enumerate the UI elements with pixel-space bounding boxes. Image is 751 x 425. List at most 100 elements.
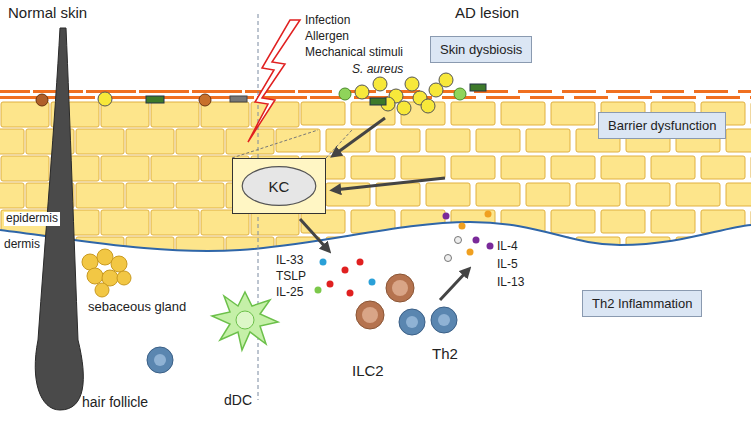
keratinocyte-brick xyxy=(126,183,174,208)
corneum-layer xyxy=(0,90,30,93)
label: hair follicle xyxy=(82,394,148,410)
keratinocyte-brick xyxy=(601,210,645,233)
corneum-layer xyxy=(662,96,696,99)
keratinocyte-brick xyxy=(651,156,695,179)
microbe xyxy=(370,98,386,105)
corneum-layer xyxy=(518,90,552,93)
label: IL-33 xyxy=(276,254,303,268)
keratinocyte-brick xyxy=(301,102,345,125)
keratinocyte-brick xyxy=(551,102,595,125)
keratinocyte-brick xyxy=(76,129,124,154)
zoom-line xyxy=(232,130,318,158)
keratinocyte-brick xyxy=(701,156,745,179)
corneum-layer xyxy=(310,96,344,99)
keratinocyte-brick xyxy=(551,210,595,233)
keratinocyte-brick xyxy=(726,183,751,206)
corneum-layer xyxy=(139,90,189,93)
keratinocyte-brick xyxy=(326,237,370,260)
keratinocyte-brick xyxy=(351,156,395,179)
keratinocyte-brick xyxy=(401,210,445,233)
basement-membrane xyxy=(0,222,751,251)
corneum-layer xyxy=(738,90,751,93)
corneum-layer xyxy=(86,90,136,93)
keratinocyte-brick xyxy=(551,156,595,179)
label: dermis xyxy=(4,238,40,252)
keratinocyte-brick xyxy=(401,156,445,179)
microbe xyxy=(199,94,211,106)
node-text: Th2 Inflammation xyxy=(592,296,692,311)
microbe xyxy=(470,84,486,91)
microbe xyxy=(230,96,247,102)
keratinocyte-brick xyxy=(1,156,49,181)
keratinocyte-brick xyxy=(626,237,670,260)
corneum-layer xyxy=(606,90,640,93)
s-aureus-cluster xyxy=(339,73,486,115)
keratinocyte-brick xyxy=(76,183,124,208)
corneum-layer xyxy=(245,90,295,93)
corneum-layer xyxy=(694,90,728,93)
s-aureus xyxy=(421,99,435,113)
immune-cell xyxy=(147,347,173,373)
label: Normal skin xyxy=(8,4,87,21)
label: Infection xyxy=(305,14,350,28)
keratinocyte-brick xyxy=(0,183,24,208)
label: AD lesion xyxy=(455,4,519,21)
keratinocyte-brick xyxy=(526,129,570,152)
keratinocyte-brick xyxy=(576,183,620,206)
corneum-layer xyxy=(706,96,740,99)
microbe xyxy=(454,88,466,100)
s-aureus xyxy=(397,101,411,115)
keratinocyte-brick xyxy=(651,210,695,233)
keratinocyte-brick xyxy=(501,156,545,179)
label: epidermis xyxy=(4,212,60,226)
keratinocyte-brick xyxy=(426,183,470,206)
keratinocyte-brick xyxy=(501,102,545,125)
keratinocyte-brick xyxy=(126,129,174,154)
s-aureus xyxy=(355,85,369,99)
keratinocyte-brick xyxy=(151,210,199,235)
keratinocyte-brick xyxy=(726,129,751,152)
keratinocyte-brick xyxy=(451,156,495,179)
keratinocyte-brick xyxy=(526,183,570,206)
corneum-layer xyxy=(618,96,652,99)
keratinocyte-brick xyxy=(726,237,751,260)
keratinocyte-brick xyxy=(226,129,274,154)
corneum-layer xyxy=(298,90,332,93)
microbe xyxy=(146,96,164,103)
keratinocyte-brick xyxy=(276,129,320,152)
process-box: Th2 Inflammation xyxy=(582,290,702,317)
keratinocyte-brick xyxy=(176,183,224,208)
label: TSLP xyxy=(276,270,306,284)
corneum-layer xyxy=(650,90,684,93)
microbe xyxy=(98,92,112,106)
keratinocyte-brick xyxy=(176,129,224,154)
keratinocyte-brick xyxy=(101,156,149,181)
corneum-layer xyxy=(486,96,520,99)
keratinocyte-brick xyxy=(676,237,720,260)
keratinocyte-brick xyxy=(526,237,570,260)
label: IL-5 xyxy=(497,258,518,272)
keratinocyte-brick xyxy=(451,102,495,125)
corneum-layer xyxy=(192,90,242,93)
microbe xyxy=(36,94,48,106)
keratinocyte-brick xyxy=(151,156,199,181)
s-aureus xyxy=(439,73,453,87)
label: Allergen xyxy=(305,30,349,44)
corneum-layer xyxy=(750,96,751,99)
keratinocyte-brick xyxy=(376,129,420,152)
keratinocyte-brick xyxy=(626,183,670,206)
cell-nucleus xyxy=(154,354,166,366)
corneum-layer xyxy=(530,96,564,99)
s-aureus xyxy=(373,77,387,91)
keratinocyte-brick xyxy=(476,129,520,152)
node-text: Barrier dysfunction xyxy=(608,118,716,133)
label: dDC xyxy=(224,392,252,408)
keratinocyte-brick xyxy=(426,129,470,152)
keratinocyte-brick xyxy=(0,129,24,154)
corneum-layer xyxy=(562,90,596,93)
corneum-layer xyxy=(574,96,608,99)
label: Mechanical stimuli xyxy=(305,46,403,60)
th2-cells xyxy=(399,307,457,335)
lightning-symbol xyxy=(248,20,300,142)
node-text: KC xyxy=(269,178,290,195)
